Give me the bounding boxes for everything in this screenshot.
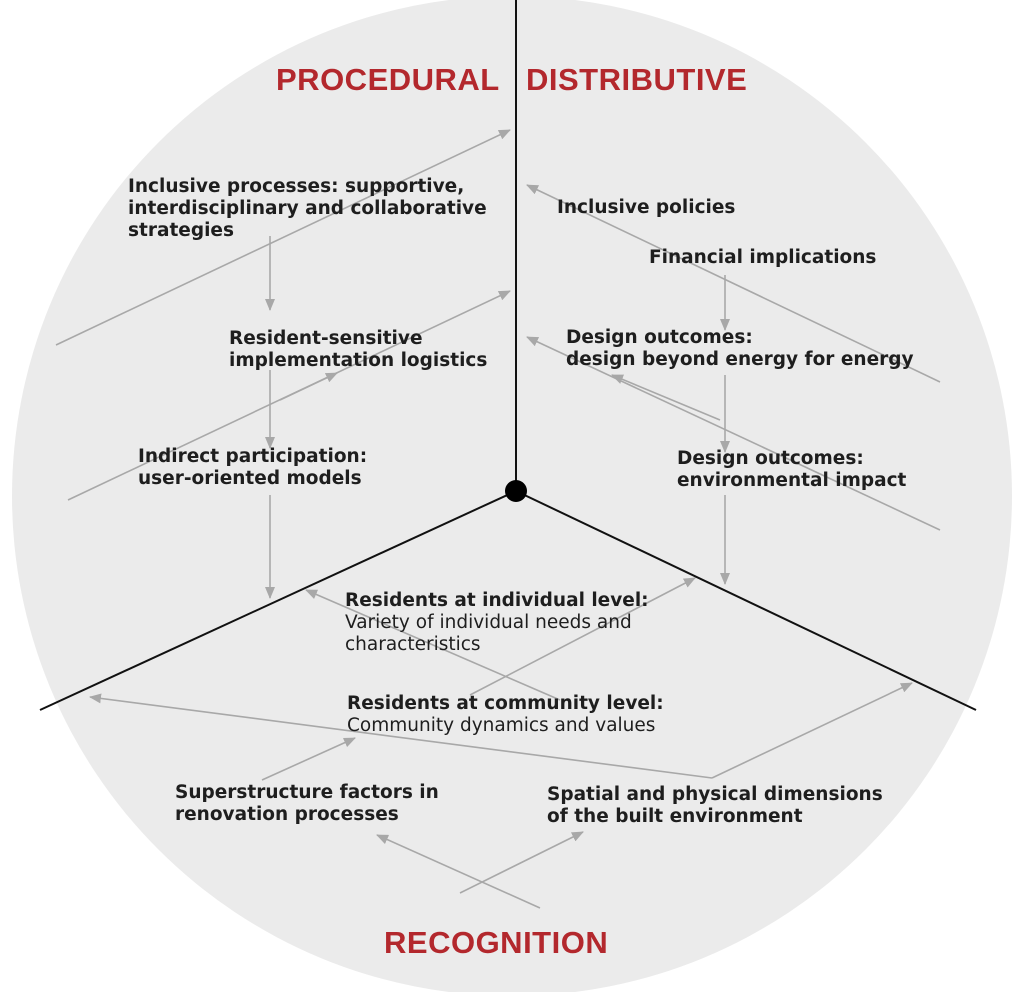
label-heading: Residents at community level:: [347, 693, 664, 714]
label-line: Design outcomes:: [677, 448, 864, 469]
label-inclusive-processes: Inclusive processes: supportive, interdi…: [128, 176, 487, 242]
label-line: user-oriented models: [138, 468, 362, 489]
label-line: Superstructure factors in: [175, 782, 439, 803]
label-line: Inclusive policies: [557, 197, 736, 218]
arrow-distributive-to-design: [611, 374, 721, 421]
label-inclusive-policies: Inclusive policies: [557, 197, 735, 219]
arrow-community-to-individual: [469, 577, 696, 696]
label-line: of the built environment: [547, 806, 803, 827]
arrow-procedural-upper: [55, 129, 511, 346]
arrow-recognition-left: [376, 834, 541, 909]
label-resident-sensitive: Resident-sensitive implementation logist…: [229, 328, 487, 372]
label-design-beyond-energy: Design outcomes: design beyond energy fo…: [566, 327, 914, 371]
label-line: Resident-sensitive: [229, 328, 423, 349]
label-line: design beyond energy for energy: [566, 349, 914, 370]
label-indirect-participation: Indirect participation: user-oriented mo…: [138, 446, 367, 490]
label-line: implementation logistics: [229, 350, 488, 371]
arrow-procedural-to-logistics: [279, 372, 338, 401]
label-line: Financial implications: [649, 247, 877, 268]
arrow-spatial-to-right: [711, 682, 913, 779]
label-line: Design outcomes:: [566, 327, 753, 348]
recognition-title: RECOGNITION: [384, 925, 609, 960]
divider-left: [39, 490, 517, 711]
arrow-superstructure-to-community: [261, 737, 356, 781]
arrow-community-to-left: [305, 589, 561, 701]
arrow-recognition-right: [459, 831, 584, 894]
label-line: strategies: [128, 220, 234, 241]
label-superstructure-factors: Superstructure factors in renovation pro…: [175, 782, 439, 826]
label-line: environmental impact: [677, 470, 907, 491]
divider-right: [515, 490, 977, 711]
label-line: characteristics: [345, 634, 481, 655]
label-line: Inclusive processes: supportive,: [128, 176, 465, 197]
arrow-distributive-lower: [526, 336, 941, 531]
arrow-distributive-upper: [526, 184, 941, 383]
label-line: Indirect participation:: [138, 446, 368, 467]
label-environmental-impact: Design outcomes: environmental impact: [677, 448, 906, 492]
center-node: [505, 480, 527, 502]
distributive-title: DISTRIBUTIVE: [526, 62, 748, 97]
label-residents-individual: Residents at individual level: Variety o…: [345, 590, 649, 656]
label-financial-implications: Financial implications: [649, 247, 876, 269]
label-line: Variety of individual needs and: [345, 612, 632, 633]
divider-layer: [39, 0, 977, 711]
label-line: interdisciplinary and collaborative: [128, 198, 487, 219]
procedural-title: PROCEDURAL: [276, 62, 500, 97]
label-spatial-dimensions: Spatial and physical dimensions of the b…: [547, 784, 883, 828]
label-line: Community dynamics and values: [347, 715, 656, 736]
label-residents-community: Residents at community level: Community …: [347, 693, 664, 737]
arrow-layer: [55, 129, 941, 909]
label-line: Spatial and physical dimensions: [547, 784, 883, 805]
arrow-spatial-to-left: [89, 693, 713, 779]
label-line: renovation processes: [175, 804, 399, 825]
label-heading: Residents at individual level:: [345, 590, 649, 611]
